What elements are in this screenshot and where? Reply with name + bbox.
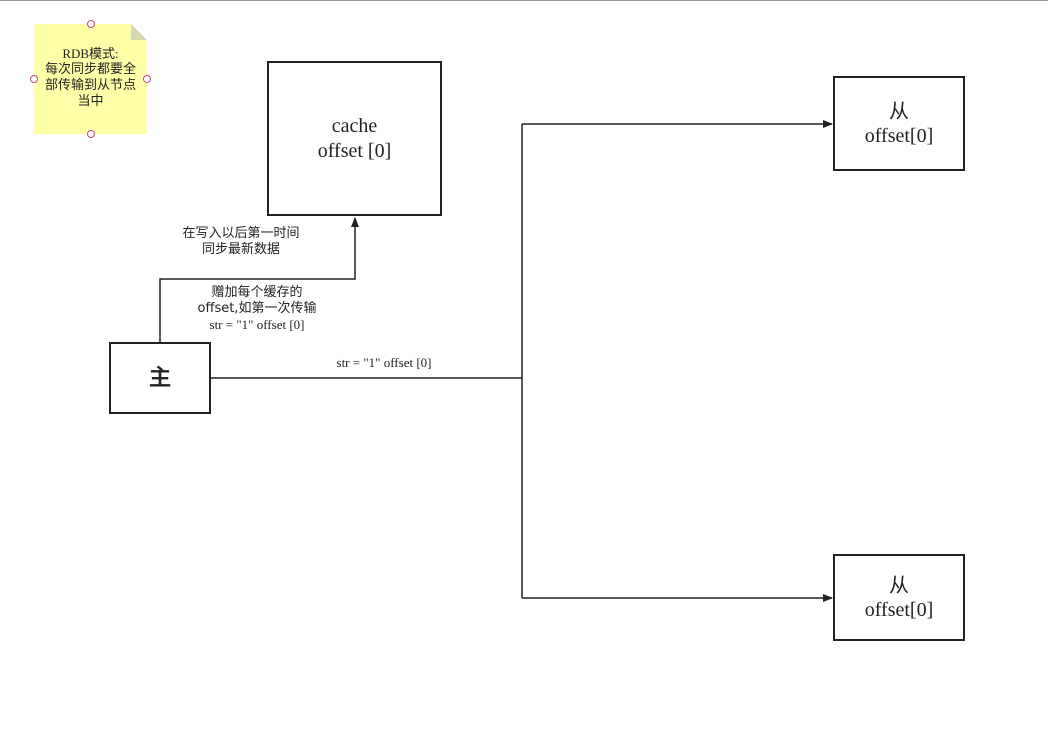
cache-node-offset: offset [0] (317, 139, 392, 162)
note-line-1: RDB模式: (62, 46, 119, 61)
rdb-note[interactable]: RDB模式: 每次同步都要全 部传输到从节点 当中 (34, 24, 147, 134)
edge-label-offset-line-3: str = "1" offset [0] (209, 317, 305, 332)
note-line-4: 当中 (77, 94, 104, 109)
note-line-2: 每次同步都要全 (44, 62, 136, 77)
slave-node-top[interactable]: 从 offset[0] (833, 76, 965, 171)
slave-node-bottom[interactable]: 从 offset[0] (833, 554, 965, 641)
edge-label-offset-line-2: offset,如第一次传输 (197, 301, 317, 316)
resize-handle-left[interactable] (30, 75, 38, 83)
edge-label-offset-line-1: 赠加每个缓存的 (211, 285, 303, 300)
top-divider (0, 0, 1048, 1)
cache-node[interactable]: cache offset [0] (267, 61, 442, 216)
cache-node-title: cache (331, 114, 378, 137)
edge-label-main-line: str = "1" offset [0] (336, 355, 432, 370)
edge-label-sync-line-1: 在写入以后第一时间 (182, 226, 300, 241)
edge-label-sync-line-2: 同步最新数据 (201, 242, 280, 257)
slave-top-title: 从 (889, 98, 909, 123)
resize-handle-top[interactable] (87, 20, 95, 28)
slave-top-offset: offset[0] (864, 124, 934, 147)
resize-handle-bottom[interactable] (87, 130, 95, 138)
note-line-3: 部传输到从节点 (44, 78, 136, 93)
slave-bottom-offset: offset[0] (864, 598, 934, 621)
connector-master-to-cache[interactable] (159, 217, 359, 343)
edge-label-offset: 赠加每个缓存的 offset,如第一次传输 str = "1" offset [… (182, 285, 332, 333)
edge-label-sync: 在写入以后第一时间 同步最新数据 (166, 226, 316, 258)
resize-handle-right[interactable] (143, 75, 151, 83)
master-node-label: 主 (148, 365, 171, 391)
master-node[interactable]: 主 (109, 342, 211, 414)
slave-bottom-title: 从 (889, 572, 909, 597)
